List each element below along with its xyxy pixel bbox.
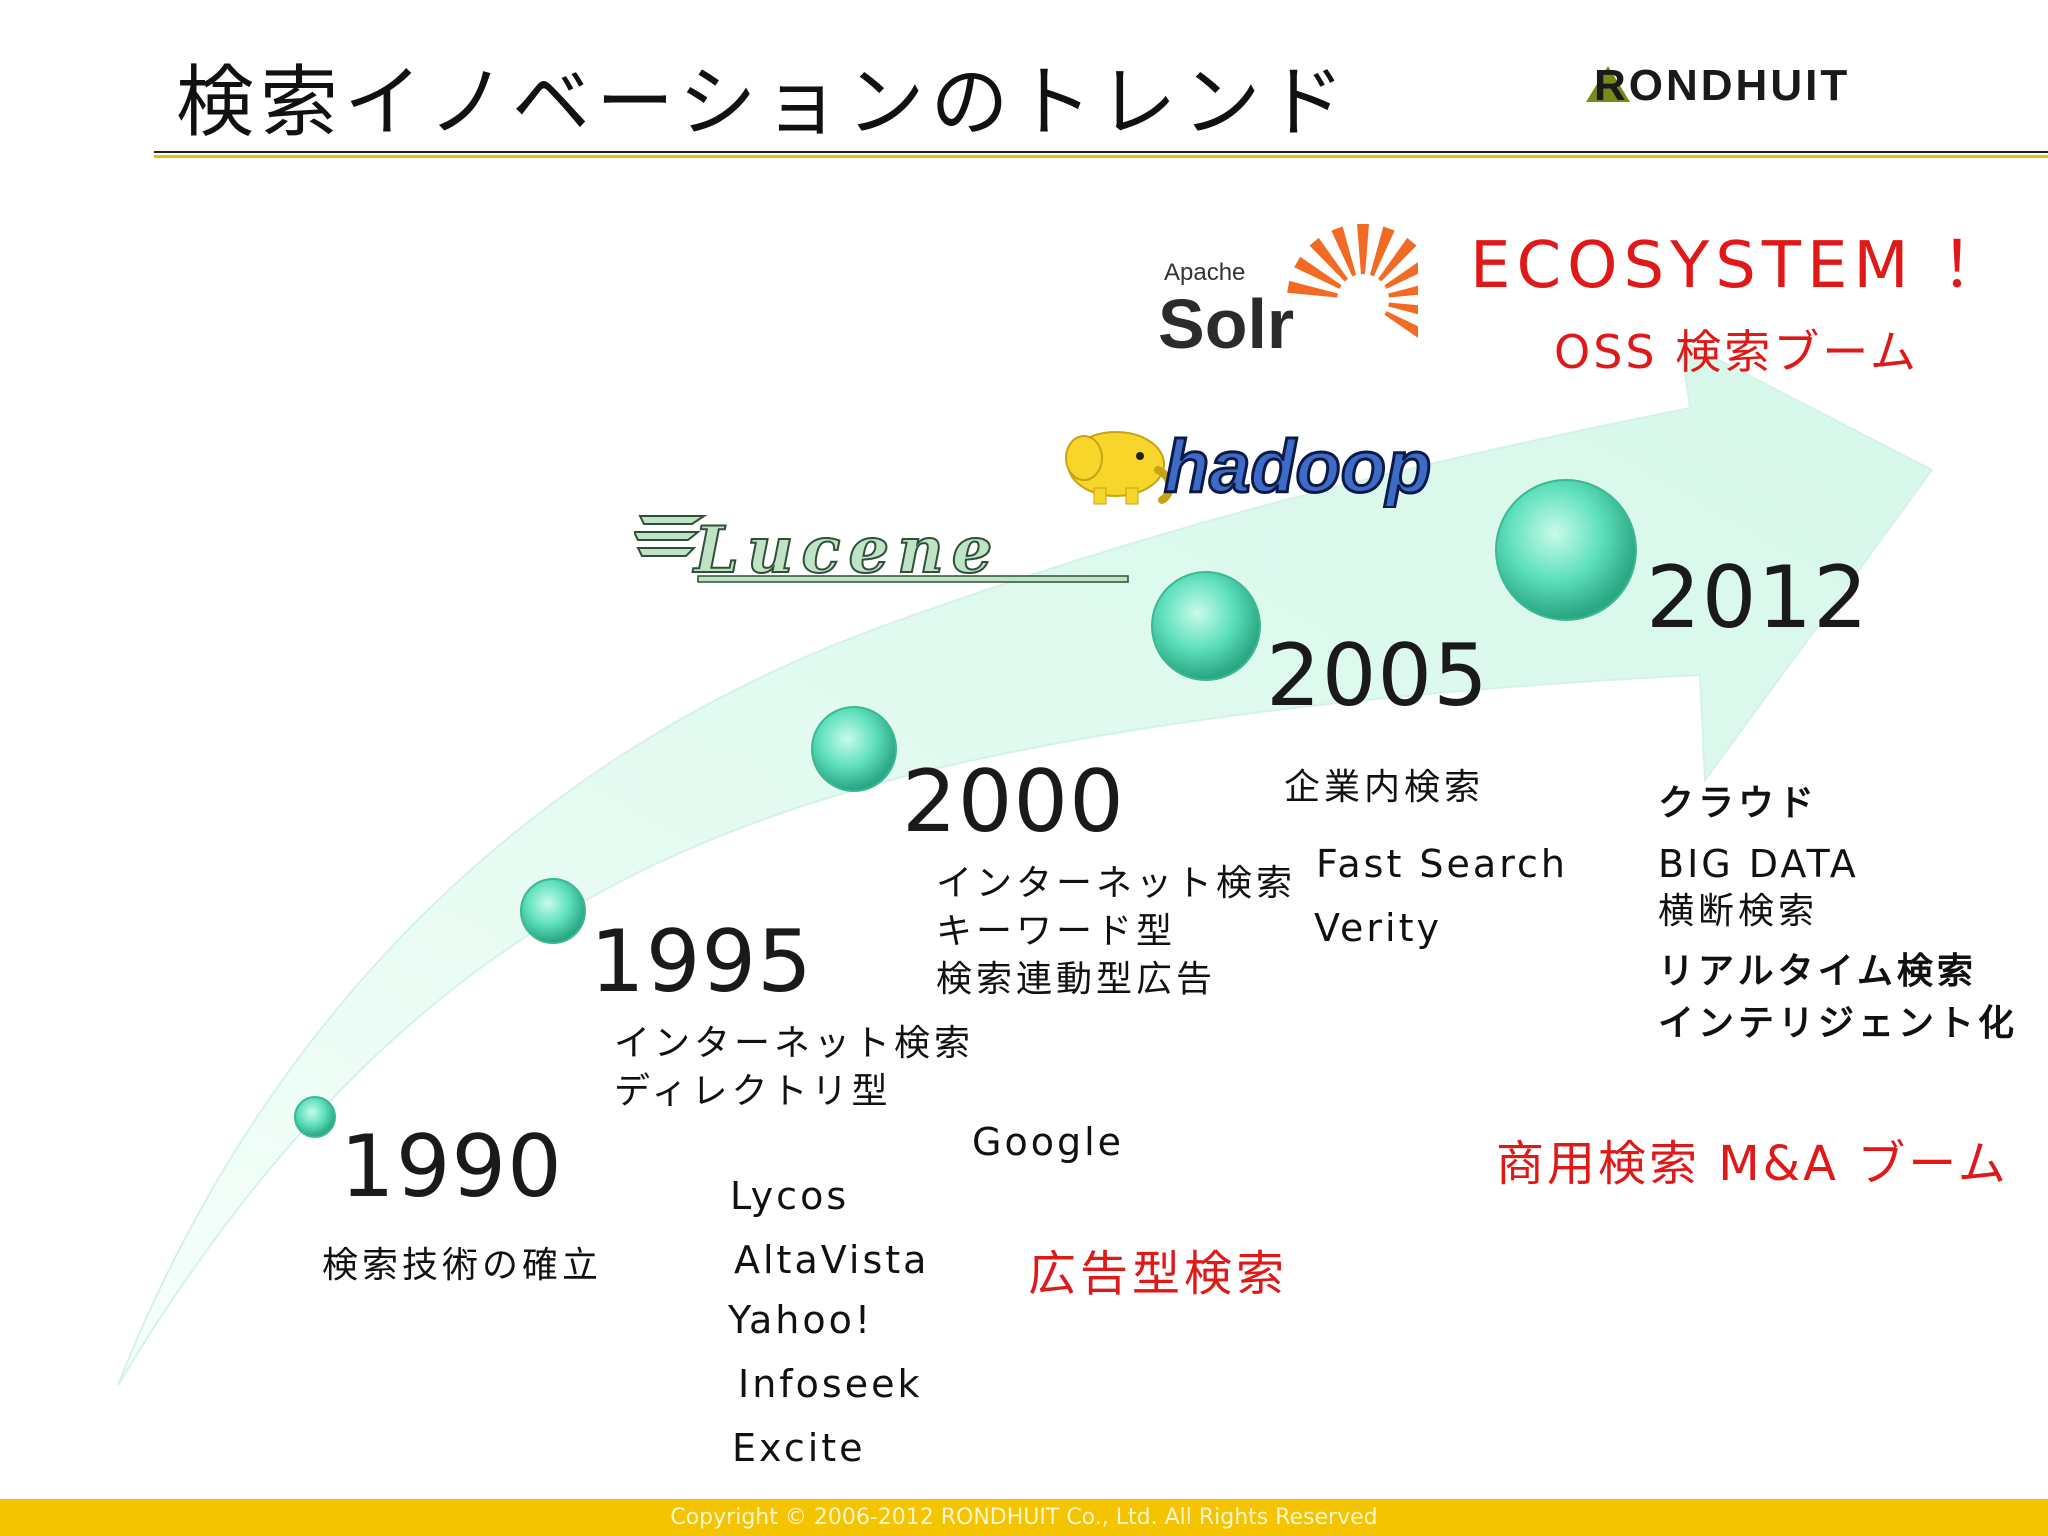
item-federated-search: 横断検索	[1658, 891, 1819, 932]
engine-google: Google	[972, 1120, 1125, 1164]
hadoop-text: hadoop	[1164, 425, 1431, 508]
engine-altavista: AltaVista	[734, 1238, 930, 1282]
desc-1995-line1: インターネット検索	[614, 1023, 975, 1064]
ecosystem-headline: ECOSYSTEM ！	[1470, 229, 2011, 303]
bubble-1990	[294, 1096, 336, 1138]
item-big-data: BIG DATA	[1658, 842, 1859, 886]
growth-arrow	[117, 338, 1934, 1386]
year-1995: 1995	[590, 912, 813, 1012]
product-verity: Verity	[1314, 906, 1442, 950]
year-2005: 2005	[1266, 626, 1489, 726]
year-2000: 2000	[902, 752, 1125, 852]
apache-solr-logo: Apache Solr	[1158, 224, 1418, 360]
highlight-ad-search: 広告型検索	[1028, 1246, 1289, 1302]
item-realtime-search: リアルタイム検索	[1658, 951, 1977, 992]
desc-1990: 検索技術の確立	[322, 1245, 603, 1286]
lucene-logo: Lucene	[634, 512, 1129, 586]
timeline-bubbles	[294, 479, 1637, 1138]
engine-yahoo: Yahoo!	[728, 1298, 874, 1342]
engine-lycos: Lycos	[730, 1174, 850, 1218]
lucene-text: Lucene	[692, 513, 1000, 586]
hadoop-logo: hadoop	[1065, 424, 1433, 508]
footer-bar	[0, 1499, 2048, 1536]
desc-1995-line2: ディレクトリ型	[614, 1071, 892, 1112]
desc-2000-line2: キーワード型	[936, 911, 1177, 952]
product-fast-search: Fast Search	[1316, 842, 1568, 886]
elephant-icon	[1065, 431, 1174, 505]
year-2012: 2012	[1646, 548, 1869, 648]
solr-small-text: Apache	[1164, 259, 1245, 286]
rondhuit-logo-text: RONDHUIT	[1594, 62, 1850, 106]
highlight-commercial-ma: 商用検索 M&A ブーム	[1496, 1136, 2009, 1192]
oss-search-boom: OSS 検索ブーム	[1554, 325, 1919, 379]
engine-infoseek: Infoseek	[738, 1362, 923, 1406]
desc-2005: 企業内検索	[1284, 767, 1485, 808]
title-divider-accent	[154, 155, 2048, 158]
copyright-text: Copyright © 2006-2012 RONDHUIT Co., Ltd.…	[670, 1505, 1378, 1530]
rondhuit-logo: RONDHUIT	[1586, 62, 1850, 106]
desc-2000-line3: 検索連動型広告	[936, 959, 1217, 1000]
item-cloud: クラウド	[1658, 783, 1819, 824]
bubble-1995	[520, 878, 586, 944]
slide-title: 検索イノベーションのトレンド	[176, 58, 1351, 148]
desc-2000-line1: インターネット検索	[936, 863, 1297, 904]
bubble-2005	[1151, 571, 1261, 681]
bubble-2000	[811, 706, 897, 792]
title-divider	[154, 151, 2048, 153]
bubble-2012	[1495, 479, 1637, 621]
solr-big-text: Solr	[1158, 285, 1294, 360]
year-1990: 1990	[340, 1117, 563, 1217]
engine-excite: Excite	[732, 1426, 866, 1470]
item-intelligent: インテリジェント化	[1658, 1003, 2019, 1044]
